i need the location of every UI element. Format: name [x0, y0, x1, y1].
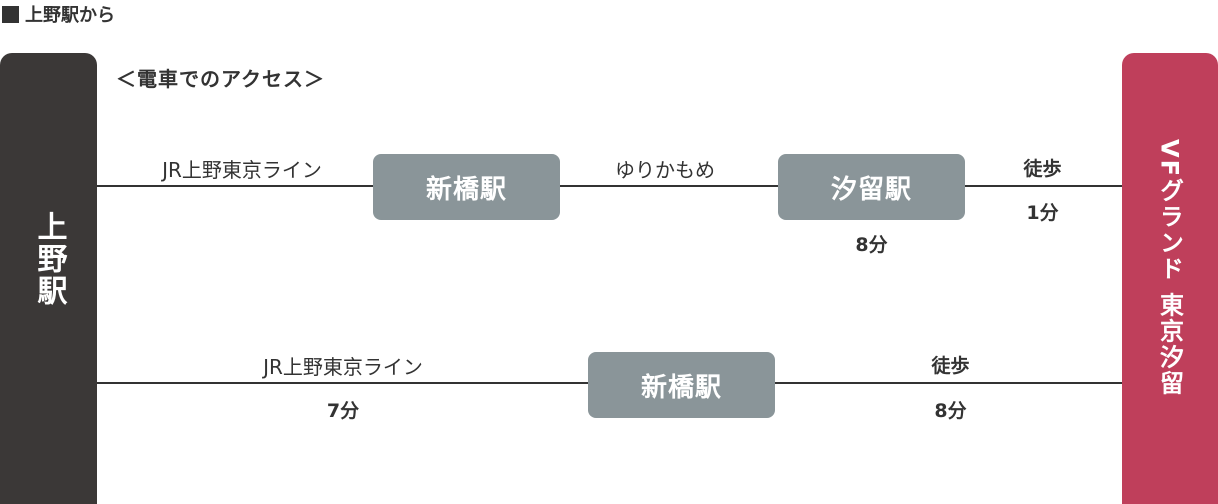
destination-label: VFグランド 東京汐留 [1155, 139, 1184, 397]
route1-walk-label: 徒歩 [1023, 158, 1062, 180]
route2-walk-time: 8分 [934, 400, 967, 422]
route2-time1: 7分 [326, 400, 360, 422]
heading-text: 上野駅から [25, 5, 115, 26]
route2-station1: 新橋駅 [588, 352, 775, 418]
route2-line1-label: JR上野東京ライン [263, 355, 423, 379]
route2-walk-label: 徒歩 [931, 355, 970, 377]
route1-line-segment-3 [965, 185, 1122, 187]
access-subtitle: ＜電車でのアクセス＞ [116, 67, 325, 91]
route1-time2: 8分 [855, 234, 888, 256]
destination-block: VFグランド 東京汐留 [1122, 53, 1218, 504]
origin-label: 上野駅 [31, 210, 67, 307]
route2-line-segment-2 [775, 382, 1122, 384]
origin-station-block: 上野駅 [0, 53, 97, 504]
route1-station1: 新橋駅 [373, 154, 560, 220]
route1-walk-time: 1分 [1026, 202, 1059, 224]
section-heading: 上野駅から [0, 0, 115, 28]
route1-line-segment-1 [97, 185, 373, 187]
route2-line-segment-1 [97, 382, 588, 384]
route1-line2-label: ゆりかもめ [615, 158, 715, 182]
route1-line1-label: JR上野東京ライン [162, 158, 322, 182]
route1-line-segment-2 [560, 185, 778, 187]
square-bullet-icon [2, 5, 19, 23]
route1-station2: 汐留駅 [778, 154, 965, 220]
